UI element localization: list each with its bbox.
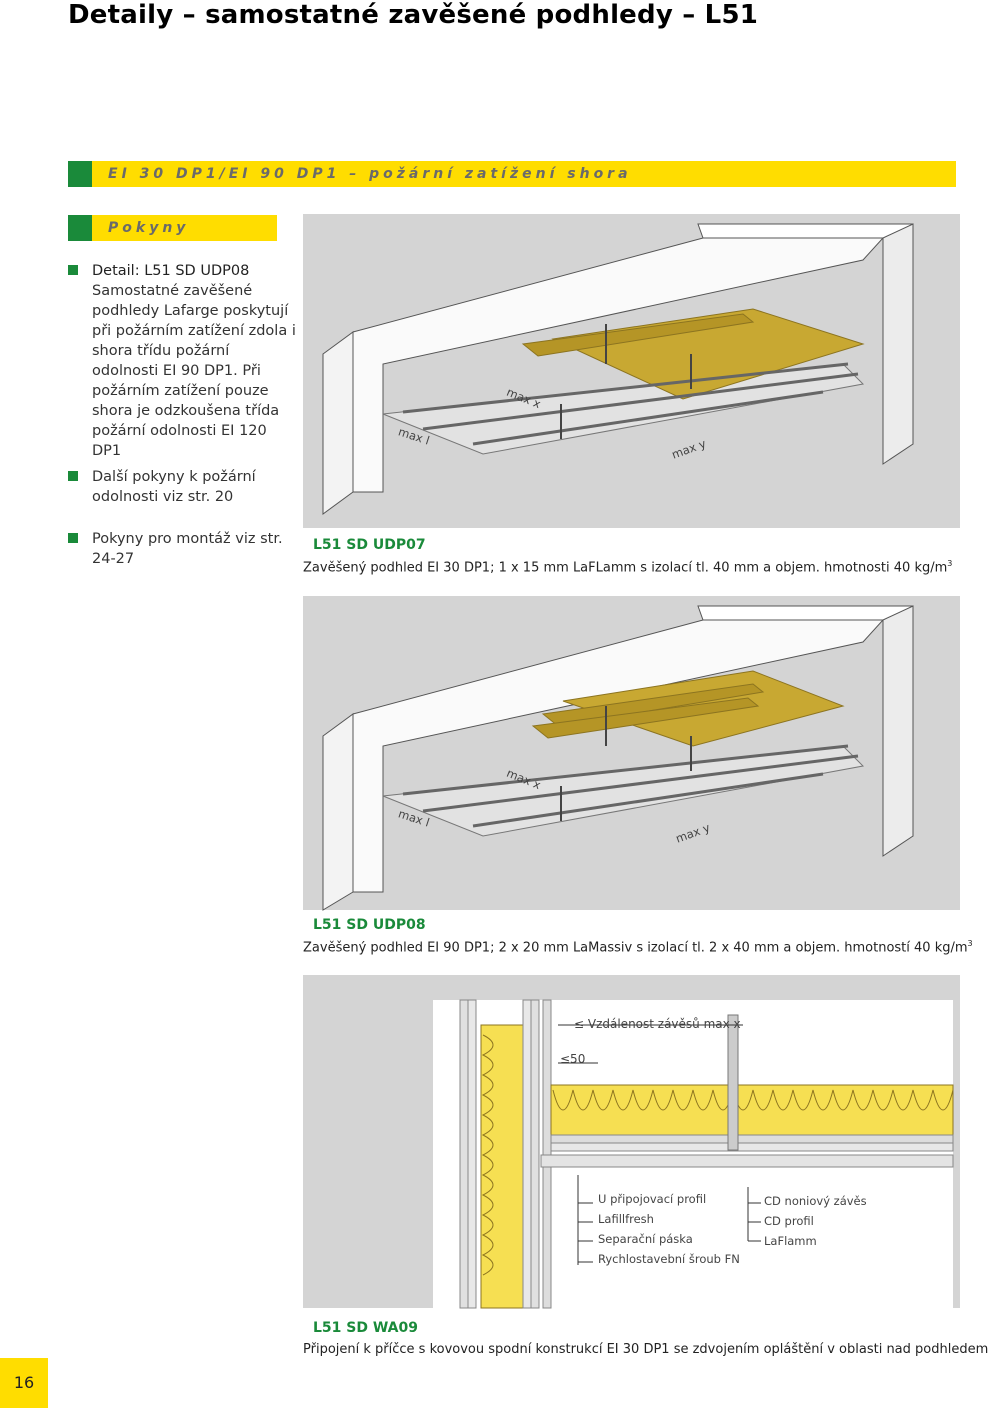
figure-3-dim-50: ≤50 (560, 1052, 586, 1066)
figure-3-legend-cd-hanger: CD noniový závěs (764, 1194, 867, 1208)
figure-3-legend-screw: Rychlostavební šroub FN (598, 1252, 740, 1266)
note-1: Detail: L51 SD UDP08 Samostatné zavěšené… (68, 261, 296, 461)
figure-2-caption: Zavěšený podhled EI 90 DP1; 2 x 20 mm La… (303, 939, 973, 956)
note-3-text: Pokyny pro montáž viz str. 24-27 (92, 531, 283, 567)
figure-3-dim-spacing: ≤ Vzdálenost závěsů max x (574, 1017, 741, 1031)
note-3: Pokyny pro montáž viz str. 24-27 (68, 529, 296, 569)
figure-3-legend-lafillfresh: Lafillfresh (598, 1212, 654, 1226)
note-2-text: Další pokyny k požární odolnosti viz str… (92, 469, 256, 505)
note-1-title: Detail: L51 SD UDP08 (92, 263, 250, 279)
section-bar-label: EI 30 DP1/EI 90 DP1 – požární zatížení s… (108, 166, 632, 182)
figure-2-illustration: max l max x max y (303, 596, 960, 911)
page-number: 16 (13, 1373, 35, 1392)
bullet-square-icon (68, 471, 78, 481)
note-1-text: Samostatné zavěšené podhledy Lafarge pos… (92, 283, 296, 459)
section-bar: EI 30 DP1/EI 90 DP1 – požární zatížení s… (68, 161, 956, 187)
note-2: Další pokyny k požární odolnosti viz str… (68, 467, 296, 507)
page-title: Detaily – samostatné zavěšené podhledy –… (68, 0, 759, 30)
pokyny-bar: Pokyny (68, 215, 277, 241)
figure-3-legend-cd-profile: CD profil (764, 1214, 814, 1228)
pokyny-bar-label: Pokyny (108, 220, 190, 236)
figure-3-legend-separation-tape: Separační páska (598, 1232, 693, 1246)
figure-3-legend-laflamm: LaFlamm (764, 1234, 817, 1248)
figure-1-caption: Zavěšený podhled EI 30 DP1; 1 x 15 mm La… (303, 559, 953, 576)
figure-3-illustration: ≤ Vzdálenost závěsů max x ≤50 U připojov… (303, 975, 960, 1309)
bullet-square-icon (68, 533, 78, 543)
figure-3-legend-u-profile: U připojovací profil (598, 1192, 707, 1206)
figure-1-illustration: max l max x max y (303, 214, 960, 528)
figure-3-code: L51 SD WA09 (313, 1320, 418, 1336)
figure-3-caption: Připojení k příčce s kovovou spodní kons… (303, 1342, 988, 1357)
page-number-box: 16 (0, 1358, 48, 1408)
bullet-square-icon (68, 265, 78, 275)
figure-1-code: L51 SD UDP07 (313, 537, 426, 553)
figure-2-code: L51 SD UDP08 (313, 917, 426, 933)
